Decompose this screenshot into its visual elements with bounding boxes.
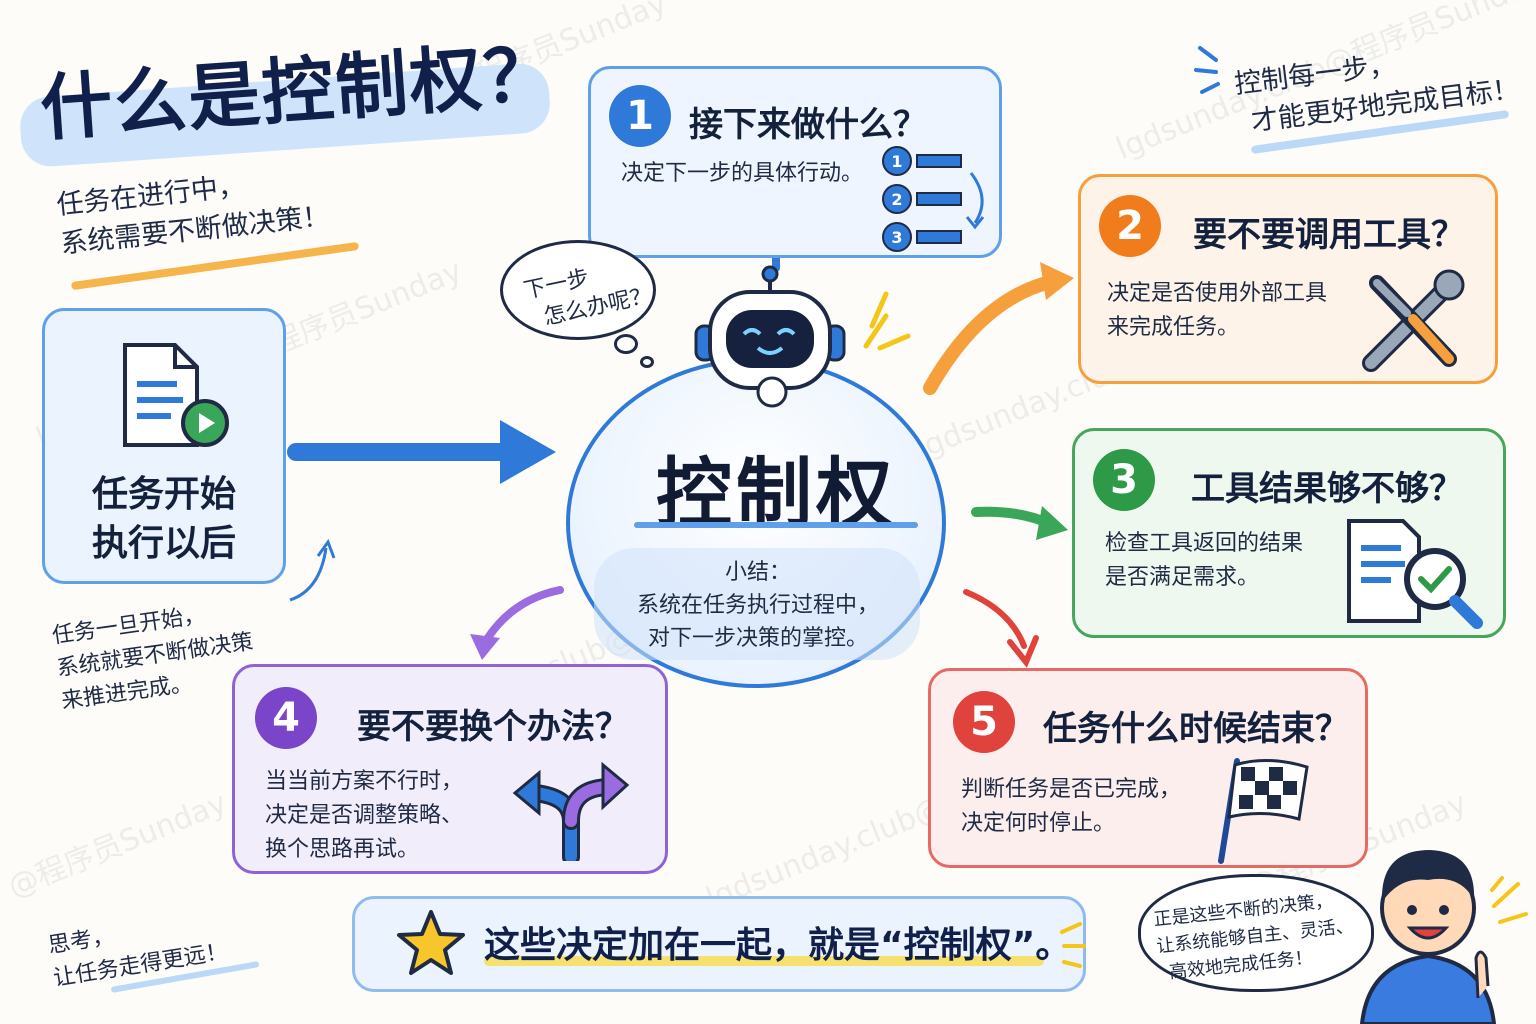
summary-label: 小结： [724,560,791,585]
decision-box-4: 4 要不要换个办法？ 当当前方案不行时， 决定是否调整策略、 换个思路再试。 [232,664,668,874]
decision-number-2: 2 [1099,195,1161,257]
document-check-icon [1347,519,1483,629]
decision-box-2: 2 要不要调用工具？ 决定是否使用外部工具 来完成任务。 [1078,174,1498,384]
list-number: 3 [891,228,902,247]
decision-title-1: 接下来做什么？ [689,105,927,145]
summary-line: 对下一步决策的掌控。 [647,626,868,651]
thought-dot [640,356,654,368]
decision-number-5: 5 [953,691,1015,753]
checkered-flag-icon [1218,758,1309,864]
arrow-to-box-5 [963,589,1027,649]
summary-line: 系统在任务执行过程中， [636,593,879,618]
speech-bubble [1138,874,1374,992]
person-avatar [1359,850,1497,1024]
decision-desc-4: 当当前方案不行时， 决定是否调整策略、 换个思路再试。 [265,765,463,867]
summary-banner [352,896,1086,992]
decision-title-3: 工具结果够不够？ [1191,469,1463,509]
list-number: 1 [891,152,902,171]
decision-desc-line: 是否满足需求。 [1105,565,1260,591]
center-title-underline [634,522,918,528]
document-play-icon [123,343,229,447]
tools-icon [1362,269,1465,372]
decision-desc-1: 决定下一步的具体行动。 [621,161,864,186]
decision-number-3: 3 [1093,449,1155,511]
list-number: 2 [891,190,902,209]
task-start-label: 任务开始 执行以后 [45,471,283,568]
decision-desc-line: 检查工具返回的结果 [1105,531,1304,556]
banner-highlight [484,956,1044,966]
decision-desc-line: 换个思路再试。 [265,837,420,863]
sparkle-icon [1060,922,1086,968]
decision-desc-line: 决定是否使用外部工具 [1107,281,1328,306]
numbered-list-icon: 1 2 3 [882,146,985,252]
decision-desc-3: 检查工具返回的结果 是否满足需求。 [1105,527,1303,595]
arrow-to-box-4 [480,586,564,648]
decision-number-4: 4 [255,687,317,749]
thought-bubble [500,240,656,340]
arrow-head [500,420,556,484]
sparkle-icon [1490,876,1528,924]
decision-box-5: 5 任务什么时候结束？ 判断任务是否已完成， 决定何时停止。 [928,668,1368,868]
thought-dot [614,334,638,354]
decision-desc-line: 当当前方案不行时， [265,769,464,794]
robot-icon [694,265,846,408]
decision-box-1: 1 接下来做什么？ 决定下一步的具体行动。 1 2 3 [588,66,1002,258]
sparkle-icon [863,291,911,351]
star-icon [397,910,465,975]
decision-box-3: 3 工具结果够不够？ 检查工具返回的结果 是否满足需求。 [1072,428,1506,638]
decision-desc-line: 决定是否调整策略、 [265,803,464,829]
decision-desc-5: 判断任务是否已完成， 决定何时停止。 [961,773,1181,841]
arrow-to-box-3 [971,506,1055,529]
summary-panel [594,548,920,660]
arrow-to-box-2 [923,275,1057,395]
sparkle-icon [1194,46,1220,94]
fork-arrows-icon [512,761,630,861]
task-start-line: 执行以后 [91,522,236,564]
decision-title-5: 任务什么时候结束？ [1043,709,1349,749]
arrow-note [289,547,328,602]
banner-text: 这些决定加在一起，就是“控制权”。 [484,925,1072,966]
decision-title-2: 要不要调用工具？ [1193,215,1465,255]
decision-desc-line: 来完成任务。 [1107,315,1240,341]
decision-title-4: 要不要换个办法？ [357,707,629,747]
task-start-box: 任务开始 执行以后 [42,308,286,584]
decision-desc-2: 决定是否使用外部工具 来完成任务。 [1107,277,1327,345]
decision-desc-line: 决定何时停止。 [961,811,1116,837]
decision-number-1: 1 [609,85,671,147]
task-start-line: 任务开始 [91,474,236,515]
decision-desc-line: 判断任务是否已完成， [961,777,1182,802]
summary-text: 小结： 系统在任务执行过程中， 对下一步决策的掌控。 [600,556,916,655]
